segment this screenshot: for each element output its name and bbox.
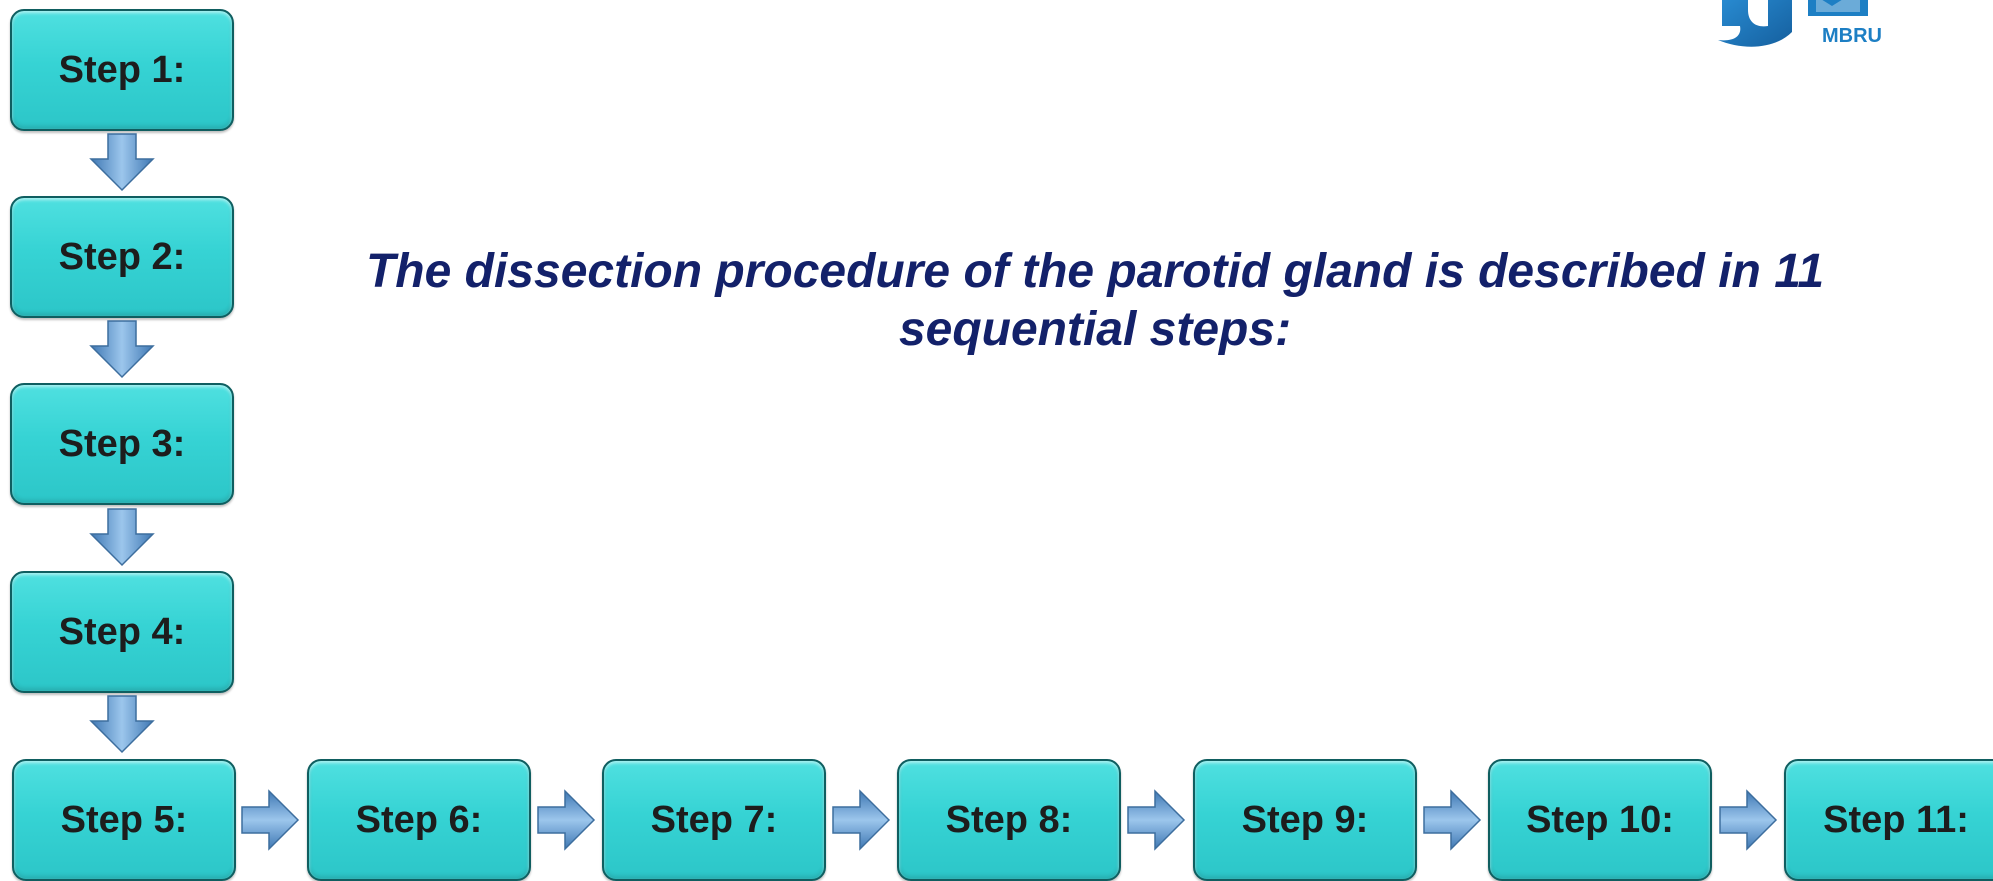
page-title: The dissection procedure of the parotid … bbox=[365, 245, 1825, 356]
step-6-box: Step 6: bbox=[307, 759, 531, 881]
step-4-box: Step 4: bbox=[10, 571, 234, 693]
logo-text: MBRU bbox=[1822, 25, 1882, 47]
step-5-box: Step 5: bbox=[12, 759, 236, 881]
right-arrow-icon bbox=[832, 789, 891, 851]
step-8-box: Step 8: bbox=[897, 759, 1121, 881]
right-arrow-icon bbox=[1719, 789, 1778, 851]
down-arrow-icon bbox=[89, 695, 155, 754]
step-10-box: Step 10: bbox=[1488, 759, 1712, 881]
step-11-box: Step 11: bbox=[1784, 759, 1993, 881]
step-2-box: Step 2: bbox=[10, 196, 234, 318]
down-arrow-icon bbox=[89, 133, 155, 192]
right-arrow-icon bbox=[1127, 789, 1186, 851]
right-arrow-icon bbox=[1423, 789, 1482, 851]
step-1-box: Step 1: bbox=[10, 9, 234, 131]
step-3-box: Step 3: bbox=[10, 383, 234, 505]
down-arrow-icon bbox=[89, 320, 155, 379]
mbru-logo bbox=[1718, 0, 1868, 47]
step-7-box: Step 7: bbox=[602, 759, 826, 881]
right-arrow-icon bbox=[241, 789, 300, 851]
right-arrow-icon bbox=[537, 789, 596, 851]
step-9-box: Step 9: bbox=[1193, 759, 1417, 881]
down-arrow-icon bbox=[89, 508, 155, 567]
